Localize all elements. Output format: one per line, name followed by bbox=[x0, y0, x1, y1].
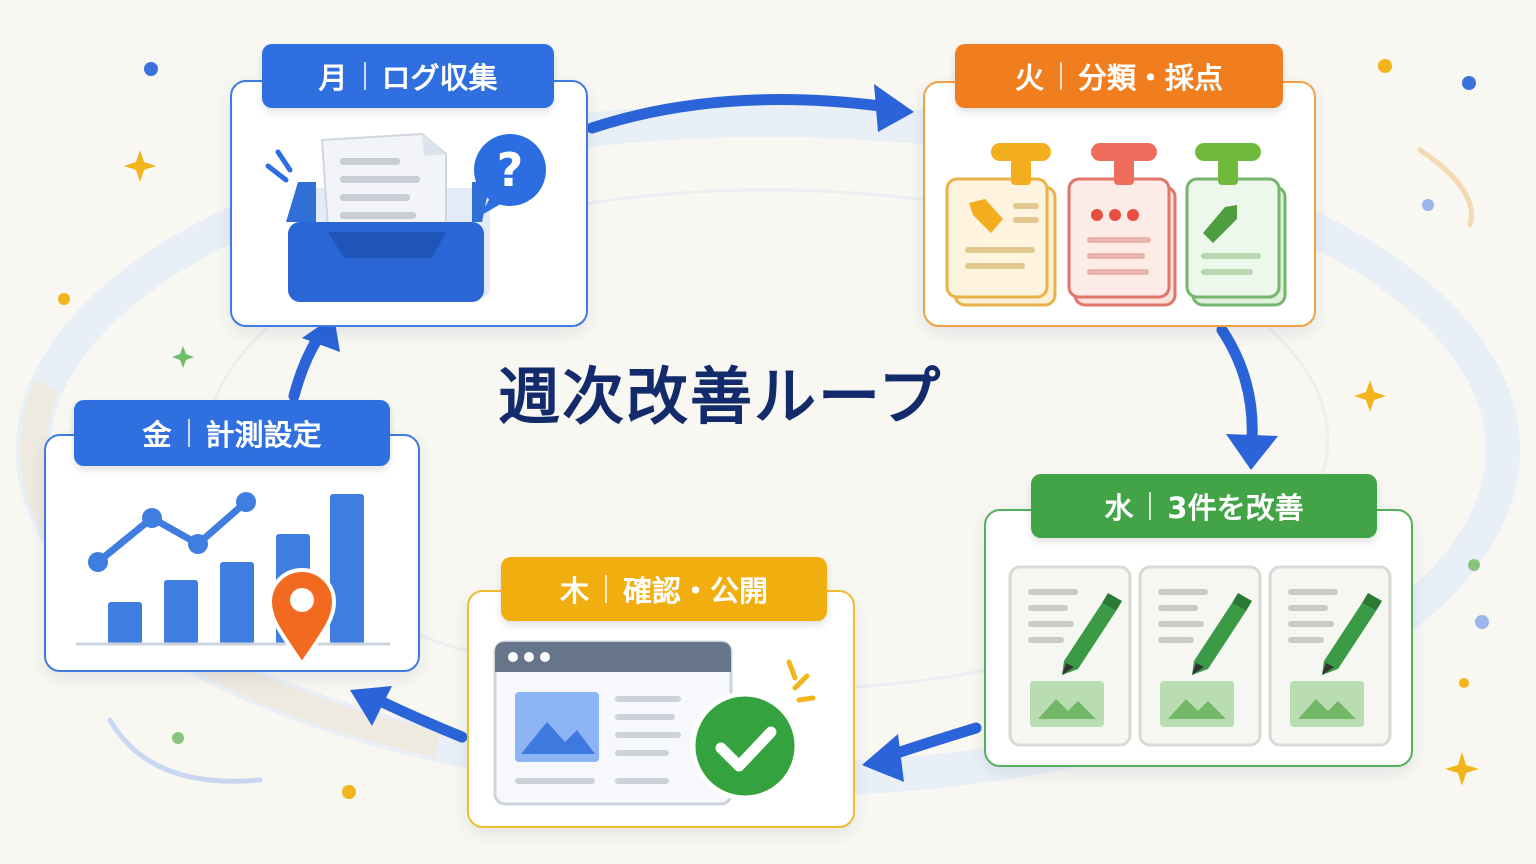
step-card-mon: ? bbox=[230, 80, 588, 327]
sparkle-icon bbox=[1445, 752, 1479, 786]
step-label-wed: 水 3件を改善 bbox=[1031, 474, 1377, 538]
chart-location-pin-icon bbox=[76, 492, 390, 668]
step-label-fri: 金計測設定 bbox=[74, 400, 390, 466]
step-day: 月 bbox=[318, 61, 348, 95]
step-day: 水 bbox=[1104, 491, 1134, 525]
step-card-tue bbox=[923, 81, 1316, 327]
step-label-tue: 火分類・採点 bbox=[955, 44, 1283, 108]
step-label-mon: 月ログ収集 bbox=[262, 44, 554, 108]
sparkle-icon bbox=[1354, 380, 1386, 412]
sparkle-icon bbox=[124, 150, 156, 182]
step-card-thu bbox=[467, 590, 855, 828]
step-day: 金 bbox=[142, 418, 172, 452]
label-divider bbox=[1060, 62, 1062, 90]
step-card-fri bbox=[44, 434, 420, 672]
label-divider bbox=[605, 575, 607, 603]
step-day: 火 bbox=[1014, 61, 1044, 95]
edit-page bbox=[1268, 565, 1392, 747]
arrow-mon-to-tue bbox=[586, 94, 886, 134]
step-day: 木 bbox=[559, 574, 589, 608]
svg-text:?: ? bbox=[497, 143, 524, 197]
tagged-cards-icon bbox=[945, 143, 1287, 307]
arrow-tue-to-wed bbox=[1216, 324, 1258, 446]
sparkle-icon bbox=[172, 346, 194, 368]
browser-checkmark-icon bbox=[493, 640, 816, 806]
edit-page bbox=[1138, 565, 1262, 747]
pencil-edit-pages-icon bbox=[1008, 565, 1392, 747]
diagram-title: 週次改善ループ bbox=[498, 360, 943, 433]
step-name: 計測設定 bbox=[205, 418, 322, 452]
step-card-wed bbox=[984, 509, 1413, 767]
edit-page bbox=[1008, 565, 1132, 747]
inbox-document-question-icon: ? bbox=[265, 132, 546, 302]
arrow-fri-to-mon bbox=[288, 332, 324, 402]
label-divider bbox=[1149, 492, 1152, 520]
label-divider bbox=[187, 419, 190, 447]
label-divider bbox=[363, 62, 366, 90]
step-name: 分類・採点 bbox=[1078, 61, 1224, 95]
step-name: 確認・公開 bbox=[623, 574, 769, 608]
step-label-thu: 木確認・公開 bbox=[501, 557, 827, 621]
flow-arrows bbox=[288, 94, 1258, 762]
step-name: 3件を改善 bbox=[1167, 491, 1304, 525]
step-name: ログ収集 bbox=[381, 61, 498, 95]
arrow-thu-to-fri bbox=[372, 694, 468, 743]
